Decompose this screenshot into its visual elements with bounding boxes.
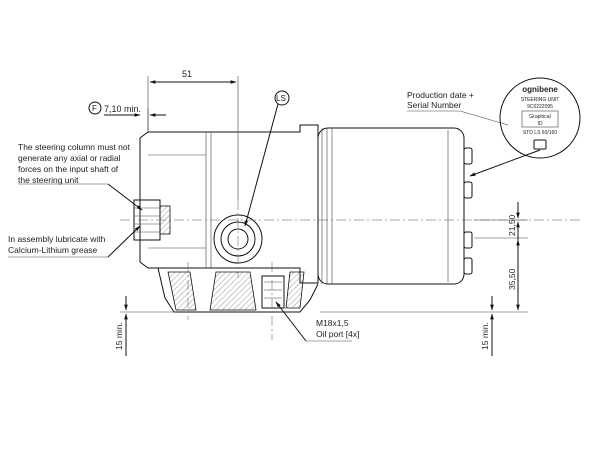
- lubricate-note-text: In assembly lubricate with Calcium-Lithi…: [8, 234, 108, 255]
- dimension-right: 21,50 35,50: [320, 202, 528, 313]
- steering-note: The steering column must not generate an…: [18, 142, 143, 211]
- dimension-51-label: 51: [182, 69, 192, 79]
- badge-box-line1: Graphical: [529, 114, 550, 120]
- badge-model: STD LS 60/160: [523, 130, 557, 136]
- dimension-offset: F 7,10 min.: [88, 101, 166, 132]
- dimension-51: 51: [147, 69, 239, 200]
- dimension-15-min-left: 15 min.: [114, 322, 124, 350]
- oil-port-callout: M18x1,5 Oil port [4x]: [275, 301, 359, 342]
- offset-tag: F: [92, 104, 97, 113]
- steering-unit-body: [133, 124, 473, 313]
- badge-line1: STEERING UNIT: [521, 97, 560, 103]
- offset-min-label: 7,10 min.: [104, 104, 141, 114]
- brand-logo: ognibene: [522, 85, 558, 94]
- ls-callout: LS: [244, 90, 290, 227]
- ls-tag: LS: [276, 94, 286, 103]
- dimension-35-50: 35,50: [507, 268, 517, 290]
- steering-note-text: The steering column must not generate an…: [18, 142, 132, 185]
- dimension-15-min-right: 15 min.: [480, 322, 490, 350]
- dimension-bottom: 15 min. 15 min.: [114, 296, 494, 356]
- badge-line2: 9C0222095: [527, 104, 553, 110]
- production-label: Production date + Serial Number: [407, 90, 476, 110]
- lubricate-note: In assembly lubricate with Calcium-Lithi…: [8, 225, 141, 258]
- ognibene-badge: ognibene STEERING UNIT 9C0222095 Graphic…: [499, 77, 581, 159]
- badge-box-line2: ID: [538, 121, 543, 127]
- oil-port-text: M18x1,5 Oil port [4x]: [316, 318, 359, 339]
- dimension-21-50: 21,50: [507, 214, 517, 236]
